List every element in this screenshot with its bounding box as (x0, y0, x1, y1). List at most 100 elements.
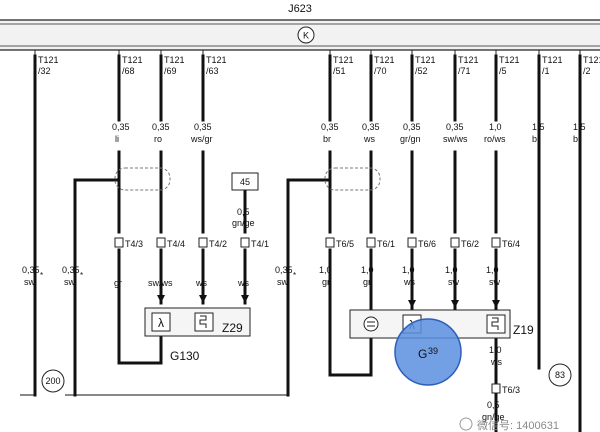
g39-highlight: G 39 (394, 318, 462, 386)
wire-label-color: li (115, 134, 119, 144)
g39-wire-color: sw (489, 277, 501, 287)
sensor-g39-heater: Z19 (513, 323, 534, 337)
wire-label-size: 0,35 (194, 122, 212, 132)
wire-label-size: 0,35 (446, 122, 464, 132)
shield-wire-color: sw (64, 277, 76, 287)
lower-wire-size2: 0,5 (487, 400, 500, 410)
wire-label-size: 0,35 (362, 122, 380, 132)
lower-wire-color: ws (490, 357, 502, 367)
sensor-g130-name: G130 (170, 349, 200, 363)
g130-wire-color: gr (114, 278, 122, 288)
top-wire-labels: 0,35 li 0,35 ro 0,35 ws/gr 0,35 br 0,35 … (112, 122, 586, 144)
connector-t121-70: T121 (374, 55, 395, 65)
pin-t6-1: T6/1 (377, 239, 395, 249)
connector-t121-71: T121 (458, 55, 479, 65)
shield-wire-labels: 0,35 sw * 0,35 sw * 0,35 sw * (22, 265, 296, 287)
g39-wire-color: ws (403, 277, 415, 287)
sensor-g130-heater: Z29 (222, 321, 243, 335)
watermark-text: 微信号: 1400631 (477, 418, 559, 432)
g130-wire-color: ws (237, 278, 249, 288)
ecu-title: J623 (288, 3, 312, 15)
shield-wire-mark: * (80, 271, 83, 280)
g39-wire-size: 1,0 (361, 265, 374, 275)
control-unit-bus (0, 19, 600, 51)
pin-t6-6: T6/6 (418, 239, 436, 249)
connector-t121-5: T121 (499, 55, 520, 65)
wire-label-color: br (323, 134, 331, 144)
g39-wire-color: gn (363, 277, 373, 287)
connector-t121-71-pin: /71 (458, 66, 471, 76)
g39-pins: T6/5 T6/1 T6/6 T6/2 T6/4 1,0 gr 1,0 gn 1… (319, 237, 520, 287)
lower-wire-labels: 1,0 ws T6/3 0,5 gn/ge (482, 345, 520, 422)
ref-200-label: 200 (45, 376, 60, 386)
shield-wire-mark: * (40, 271, 43, 280)
connector-t121-32-pin: /32 (38, 66, 51, 76)
shield-wire-size: 0,35 (22, 265, 40, 275)
pin-t4-4: T4/4 (167, 239, 185, 249)
pin-t6-3: T6/3 (502, 385, 520, 395)
wire-label-size: 0,35 (152, 122, 170, 132)
connector-t121-69-pin: /69 (164, 66, 177, 76)
box-45-wire-color: gn/ge (232, 218, 255, 228)
connector-t121-51-pin: /51 (333, 66, 346, 76)
pin-t4-2: T4/2 (209, 239, 227, 249)
connector-t121-5-pin: /5 (499, 66, 507, 76)
wire-label-size: 1,5 (532, 122, 545, 132)
connector-t121-68: T121 (122, 55, 143, 65)
wire-label-size: 0,35 (112, 122, 130, 132)
g39-wire-size: 1,0 (319, 265, 332, 275)
wires (33, 54, 582, 432)
pin-t6-2: T6/2 (461, 239, 479, 249)
pin-t4-1: T4/1 (251, 239, 269, 249)
k-symbol-label: K (303, 31, 309, 41)
connector-t121-2: T121 (583, 55, 600, 65)
connector-t121-63-pin: /63 (206, 66, 219, 76)
wire-label-color: ro (154, 134, 162, 144)
connector-t121-69: T121 (164, 55, 185, 65)
lambda-icon: λ (158, 316, 164, 330)
g130-wire-color: ws (195, 278, 207, 288)
g39-name-main: G (418, 347, 427, 361)
connector-t121-63: T121 (206, 55, 227, 65)
g130-wire-color: sw/ws (148, 278, 173, 288)
g130-pins: T4/3 T4/4 T4/2 T4/1 gr sw/ws ws ws (114, 237, 269, 288)
pin-t6-5: T6/5 (336, 239, 354, 249)
connector-t121-52: T121 (415, 55, 436, 65)
pin-t6-4: T6/4 (502, 239, 520, 249)
g39-arrows (408, 300, 500, 308)
wire-label-size: 1,5 (573, 122, 586, 132)
heater-icon (199, 315, 207, 328)
connector-t121-68-pin: /68 (122, 66, 135, 76)
connector-labels: T121 /32 T121 /68 T121 /69 T121 /63 T121… (38, 55, 600, 76)
g39-wire-size: 1,0 (445, 265, 458, 275)
g39-name-sub: 39 (428, 346, 438, 356)
wire-label-color: ro/ws (484, 134, 506, 144)
shield-wire-color: sw (277, 277, 289, 287)
box-45-wire-size: 0,5 (237, 207, 250, 217)
connector-t121-32: T121 (38, 55, 59, 65)
wire-label-color: ws/gr (190, 134, 213, 144)
k-symbol-icon: K (297, 26, 315, 44)
connector-t121-1-pin: /1 (542, 66, 550, 76)
shield-wire-size: 0,35 (62, 265, 80, 275)
reference-box-45: 45 0,5 gn/ge (231, 172, 259, 228)
wire-label-color: br (532, 134, 540, 144)
box-45-label: 45 (240, 177, 250, 187)
reference-200: 200 (41, 369, 65, 393)
pin-t4-3: T4/3 (125, 239, 143, 249)
g39-wire-color: gr (322, 277, 330, 287)
shield-wire-color: sw (24, 277, 36, 287)
connector-t121-70-pin: /70 (374, 66, 387, 76)
sensor-g130: λ Z29 G130 (144, 307, 251, 363)
wire-label-color: sw/ws (443, 134, 468, 144)
connector-t121-52-pin: /52 (415, 66, 428, 76)
g39-heater-icon (491, 317, 499, 330)
shield-wire-mark: * (293, 271, 296, 280)
watermark: 微信号: 1400631 (459, 417, 559, 432)
wire-label-color: gr/gn (400, 134, 421, 144)
reference-83: 83 (548, 363, 572, 387)
g39-wire-size: 1,0 (486, 265, 499, 275)
wire-label-size: 0,35 (403, 122, 421, 132)
connector-t121-51: T121 (333, 55, 354, 65)
